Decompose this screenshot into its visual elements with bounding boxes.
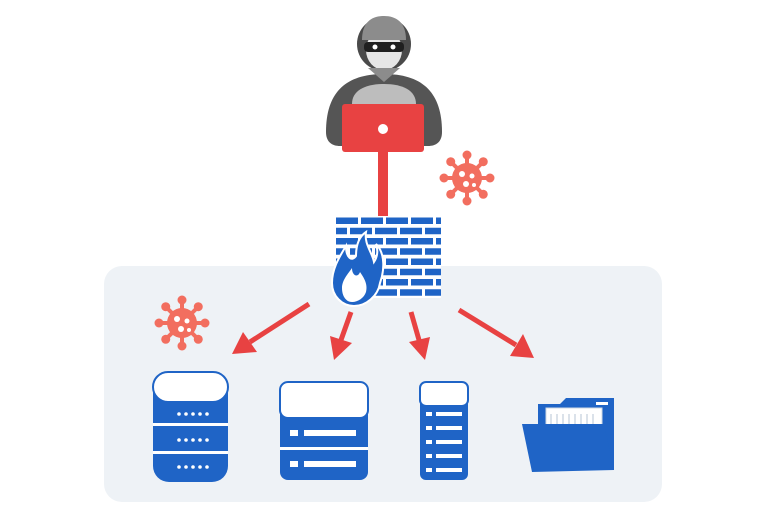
rack-slot (436, 454, 462, 458)
virus-knob (462, 196, 472, 206)
folder-icon (522, 398, 614, 472)
firewall-brick (375, 268, 397, 276)
server-rack-icon (419, 381, 469, 480)
firewall-brick (400, 248, 422, 255)
virus-knob (193, 302, 203, 312)
firewall-brick (411, 258, 433, 265)
laptop-icon (342, 104, 424, 152)
firewall-brick (425, 268, 441, 276)
firewall-brick (425, 289, 441, 296)
virus-knob (462, 150, 472, 160)
firewall-brick (375, 227, 397, 235)
virus-knob (485, 173, 495, 183)
virus-knob (446, 157, 456, 167)
firewall-brick (400, 268, 422, 276)
virus-knob (177, 295, 187, 305)
virus-spot (472, 183, 476, 187)
rack-slot (436, 440, 462, 444)
arrow-icon (408, 311, 430, 360)
firewall-brick (336, 227, 347, 235)
virus-spot (178, 326, 184, 332)
virus-body (167, 308, 197, 338)
rack-led (426, 468, 432, 472)
virus-knob (200, 318, 210, 328)
firewall-brick (361, 217, 383, 224)
firewall-brick (411, 238, 433, 245)
firewall-brick (400, 289, 422, 296)
firewall-brick (436, 217, 441, 224)
firewall-brick (411, 279, 433, 286)
firewall-brick (336, 217, 358, 224)
virus-spot (463, 181, 469, 187)
firewall-brick (375, 289, 397, 296)
arrow-icon (457, 307, 534, 358)
firewall-brick (425, 248, 441, 255)
firewall-brick (386, 258, 408, 265)
virus-knob (478, 189, 488, 199)
arrow-icon (330, 311, 354, 360)
firewall-brick (386, 238, 408, 245)
firewall-brick (350, 227, 372, 235)
virus-spot (459, 171, 465, 177)
virus-knob (446, 189, 456, 199)
database-icon (152, 371, 229, 482)
firewall-brick (361, 238, 383, 245)
virus-knob (161, 302, 171, 312)
firewall-brick (336, 238, 358, 245)
rack-led (426, 426, 432, 430)
firewall-brick (436, 238, 441, 245)
virus-spot (469, 173, 475, 179)
virus-knob (193, 334, 203, 344)
virus-spot (184, 318, 190, 324)
rack-slot (436, 412, 462, 416)
virus-icon (154, 295, 210, 351)
connection-cable (378, 151, 388, 219)
virus-spot (187, 328, 191, 332)
rack-slot (436, 426, 462, 430)
network-panel (104, 266, 662, 502)
firewall-brick (436, 258, 441, 265)
virus-icon (439, 150, 495, 206)
firewall-brick (411, 217, 433, 224)
firewall-brick (400, 227, 422, 235)
virus-knob (439, 173, 449, 183)
rack-led (426, 454, 432, 458)
firewall-brick (436, 279, 441, 286)
virus-body (452, 163, 482, 193)
rack-slot (436, 468, 462, 472)
virus-knob (154, 318, 164, 328)
virus-knob (478, 157, 488, 167)
firewall-brick (375, 248, 397, 255)
rack-led (426, 412, 432, 416)
flame-icon (330, 229, 385, 308)
firewall-brick (336, 248, 347, 255)
firewall-brick (386, 217, 408, 224)
virus-knob (177, 341, 187, 351)
arrow-icon (232, 301, 311, 354)
firewall-brick (425, 227, 441, 235)
attack-arrows (232, 301, 534, 360)
rack-led (426, 440, 432, 444)
virus-spot (174, 316, 180, 322)
virus-knob (161, 334, 171, 344)
firewall-brick (386, 279, 408, 286)
server-icon (279, 381, 369, 480)
